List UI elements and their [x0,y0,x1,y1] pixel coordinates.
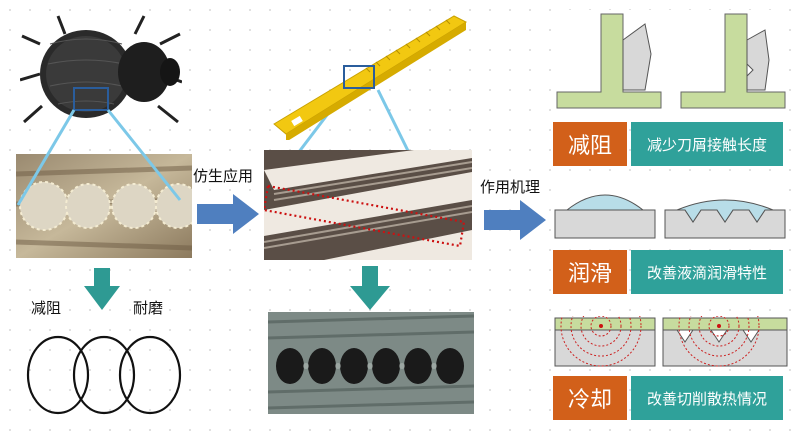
heat-dissipation-diagram [553,285,789,368]
beetle-photo [20,14,182,128]
label-drag-reduction: 减阻 [31,299,62,317]
label-wear-resistance: 耐磨 [133,299,164,317]
callout-desc: 减少刀屑接触长度 [631,122,783,166]
down-arrow-left [84,268,120,310]
down-arrow-middle [350,266,390,310]
callout-desc: 改善液滴润滑特性 [631,250,783,294]
tool-chip-contact-diagram [553,10,789,112]
callout-lubrication: 润滑 改善液滴润滑特性 [553,250,783,294]
right-arrow-application [197,194,259,234]
label-mechanism: 作用机理 [480,178,541,196]
label-biomimetic-application: 仿生应用 [193,167,254,185]
droplet-lubrication-diagram [553,186,789,242]
callout-drag-reduction: 减阻 减少刀屑接触长度 [553,122,783,166]
right-arrow-mechanism [484,200,546,240]
yellow-cutting-tool [273,15,468,140]
overlapping-circles-diagram [26,335,182,415]
callout-desc: 改善切削散热情况 [631,376,783,420]
textured-surface-micrograph [268,312,474,414]
callout-key: 冷却 [553,376,627,420]
texture-microscope-photo [16,154,192,258]
callout-cooling: 冷却 改善切削散热情况 [553,376,783,420]
callout-key: 减阻 [553,122,627,166]
grooved-surface-render [264,150,472,260]
callout-key: 润滑 [553,250,627,294]
